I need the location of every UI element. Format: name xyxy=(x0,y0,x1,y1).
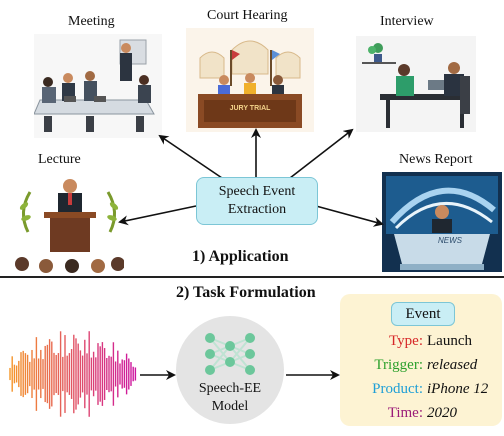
application-title: 1) Application xyxy=(192,248,289,265)
task-formulation-title: 2) Task Formulation xyxy=(176,284,316,301)
center-line-2: Extraction xyxy=(227,202,287,217)
event-value-product: iPhone 12 xyxy=(427,381,489,397)
court-hearing-illustration: JURY TRIAL xyxy=(186,28,314,132)
event-row-product: Product:iPhone 12 xyxy=(345,381,503,398)
meeting-illustration xyxy=(34,34,162,138)
event-row-trigger: Trigger:released xyxy=(345,357,503,374)
application-arrows xyxy=(118,128,384,227)
speech-waveform xyxy=(9,331,137,417)
event-value-type: Launch xyxy=(427,333,472,349)
model-line-2: Model xyxy=(211,399,249,414)
arrow-to-lecture xyxy=(118,205,197,226)
arrow-to-meeting xyxy=(158,134,223,179)
arrow-to-interview xyxy=(289,128,354,179)
lecture-label: Lecture xyxy=(38,152,81,167)
news-desk-sign: NEWS xyxy=(438,236,462,245)
event-row-type: Type:Launch xyxy=(345,333,503,350)
event-row-time: Time:2020 xyxy=(345,405,503,422)
center-line-1: Speech Event xyxy=(218,184,296,199)
model-line-1: Speech-EE xyxy=(198,381,262,396)
event-value-trigger: released xyxy=(427,357,478,373)
speech-ee-model: Speech-EE Model xyxy=(176,316,284,424)
event-title: Event xyxy=(391,302,455,326)
event-key-product: Product: xyxy=(372,381,423,397)
news-report-illustration: NEWS xyxy=(382,172,502,272)
section-divider xyxy=(0,276,504,278)
interview-illustration xyxy=(356,36,476,132)
jury-trial-sign: JURY TRIAL xyxy=(229,105,271,112)
interview-label: Interview xyxy=(380,14,434,29)
arrow-to-news xyxy=(315,205,384,227)
lecture-illustration xyxy=(14,172,124,274)
news-report-label: News Report xyxy=(399,152,473,167)
event-key-time: Time: xyxy=(387,405,423,421)
event-value-time: 2020 xyxy=(427,405,457,421)
event-key-type: Type: xyxy=(389,333,423,349)
court-hearing-label: Court Hearing xyxy=(207,8,288,23)
meeting-label: Meeting xyxy=(68,14,115,29)
speech-event-extraction-box: Speech Event Extraction xyxy=(196,177,318,225)
event-key-trigger: Trigger: xyxy=(374,357,423,373)
